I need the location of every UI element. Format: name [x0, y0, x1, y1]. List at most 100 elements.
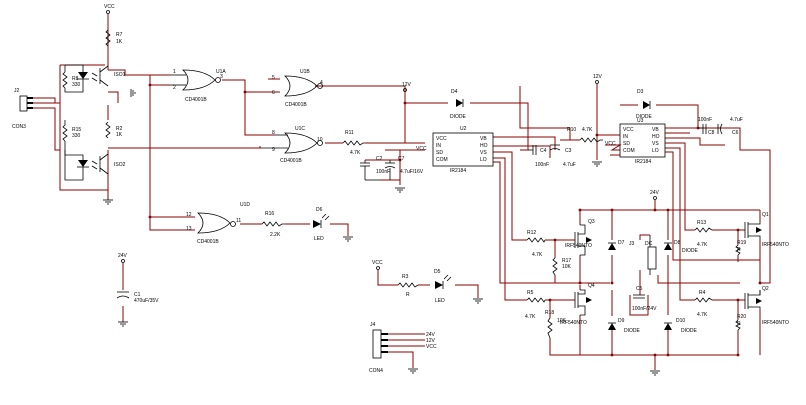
gate-u1d: 12 13 11 U1D CD4001B [186, 202, 250, 245]
j3-ref: J3 [629, 241, 635, 247]
connector-j4: J4 CON4 24V 12V VCC [369, 322, 437, 374]
u1b-ref: U1B [300, 69, 310, 75]
c8-ref: C8 [708, 130, 715, 136]
q4-ref: Q4 [588, 283, 595, 289]
r12-ref: R12 [527, 230, 536, 236]
iso2-ref: ISO2 [114, 162, 126, 168]
r5-ref: R5 [527, 290, 534, 296]
mosfet-q1: Q1 IRF540NTO [744, 212, 789, 248]
j2-ref: J2 [14, 88, 20, 94]
r8-value: 330 [72, 82, 81, 88]
c2-value: 100nF [376, 169, 390, 175]
r13-value: 4.7K [697, 242, 708, 248]
r19-ref: R19 [737, 240, 746, 246]
vcc-label-1: VCC [104, 4, 115, 10]
u2-pin-ho: HO [480, 143, 488, 149]
c2-ref: C2 [376, 156, 383, 162]
u3-pin-vcc: VCC [623, 127, 634, 133]
d7-ref: D7 [618, 240, 625, 246]
d4-part: DIODE [450, 114, 467, 120]
u1c-pin9: 9 [272, 147, 275, 153]
u3-pin-vb: VB [652, 127, 659, 133]
r8-ref: R8 [72, 76, 79, 82]
c4-value: 100nF [535, 162, 549, 168]
mosfet-q4: Q4 IRF540NTO [560, 283, 595, 326]
v12-label-2: 12V [593, 74, 603, 80]
r10-value: 4.7K [582, 127, 593, 133]
c7-ref: C7 [398, 156, 405, 162]
r7-ref: R7 [116, 32, 123, 38]
opto-iso2: ISO2 [64, 120, 126, 181]
r18-ref: R18 [545, 310, 554, 316]
vcc-label-4: VCC [605, 141, 616, 147]
r4-value: 4.7K [697, 312, 708, 318]
r20-ref: R20 [737, 314, 746, 320]
j4-pin-12v: 12V [426, 338, 436, 344]
c5-ref: C5 [636, 286, 643, 292]
u1c-part: CD4001B [280, 158, 302, 164]
junctions [148, 83, 762, 357]
u1b-pin6: 6 [272, 90, 275, 96]
q1-part: IRF540NTO [762, 242, 789, 248]
q1-ref: Q1 [762, 212, 769, 218]
u3-pin-in: IN [623, 134, 628, 140]
d9-ref: D9 [618, 318, 625, 324]
u2-pin-vcc: VCC [436, 136, 447, 142]
r5-value: 4.7K [525, 314, 536, 320]
r3-value: R [406, 292, 410, 298]
q2-part: IRF540NTO [762, 320, 789, 326]
u2-pin-sd: SD [436, 150, 443, 156]
d4-ref: D4 [451, 89, 458, 95]
u3-part: IR2184 [635, 159, 651, 165]
diodes: D4 DIODE D3 DIODE D7 D8 DIODE D9 DIODE D… [450, 89, 699, 334]
r15-ref: R15 [72, 127, 81, 133]
r15-value: 330 [72, 133, 81, 139]
connector-j2: J2 CON3 [12, 88, 33, 130]
r4-ref: R4 [699, 290, 706, 296]
r10-ref: R10 [567, 127, 576, 133]
u1a-pin3: 3 [220, 74, 223, 80]
c6-value: 4.7uF [730, 117, 743, 123]
u1c-ref: U1C [295, 126, 305, 132]
led-d6: D6 LED [313, 207, 330, 242]
gate-u1a: 1 2 3 U1A CD4001B [170, 69, 226, 103]
c4-ref: C4 [540, 148, 547, 154]
r19-value: R [737, 247, 741, 253]
u3-pin-com: COM [623, 148, 635, 154]
j2-part: CON3 [12, 124, 26, 130]
u1d-ref: U1D [240, 202, 250, 208]
u3-pin-ho: HO [652, 134, 660, 140]
j4-pin-vcc: VCC [426, 344, 437, 350]
d10-part: DIODE [681, 328, 698, 334]
j4-pin-24v: 24V [426, 332, 436, 338]
q3-part: IRF540NTO [565, 243, 592, 249]
gate-u1c: 8 9 10 U1C CD4001B [260, 126, 323, 164]
d5-part: LED [435, 298, 445, 304]
r17-ref: R17 [562, 258, 571, 264]
supply-symbols: VCC 12V 12V 24V 24V VCC VCC VCC [104, 4, 660, 270]
c3-value: 4.7uF [563, 162, 576, 168]
j3-part: DC [645, 241, 653, 247]
v24-label-1: 24V [650, 190, 660, 196]
d3-ref: D3 [637, 89, 644, 95]
u1d-part: CD4001B [197, 239, 219, 245]
u1b-pin5: 5 [272, 75, 275, 81]
r16-value: 2.2K [270, 232, 281, 238]
j4-ref: J4 [370, 322, 376, 328]
driver-u2: U2 VCC IN SD COM VB HO VS LO IR2184 [432, 126, 494, 174]
vcc-label-3: VCC [416, 146, 427, 152]
wires [33, 14, 771, 370]
u2-part: IR2184 [450, 168, 466, 174]
c1-value: 470uF/35V [134, 298, 159, 304]
resistors: R7 1K R8 330 R15 330 R2 1K R11 4.7K R10 … [62, 29, 746, 339]
d10-ref: D10 [676, 318, 685, 324]
u3-pin-sd: SD [623, 141, 630, 147]
iso1-ref: ISO1 [114, 72, 126, 78]
u3-pin-vs: VS [652, 141, 659, 147]
q2-ref: Q2 [762, 286, 769, 292]
r7-value: 1K [116, 39, 123, 45]
ground-symbols [103, 89, 660, 376]
c8-value: 100nF [698, 117, 712, 123]
r11-value: 4.7K [350, 150, 361, 156]
